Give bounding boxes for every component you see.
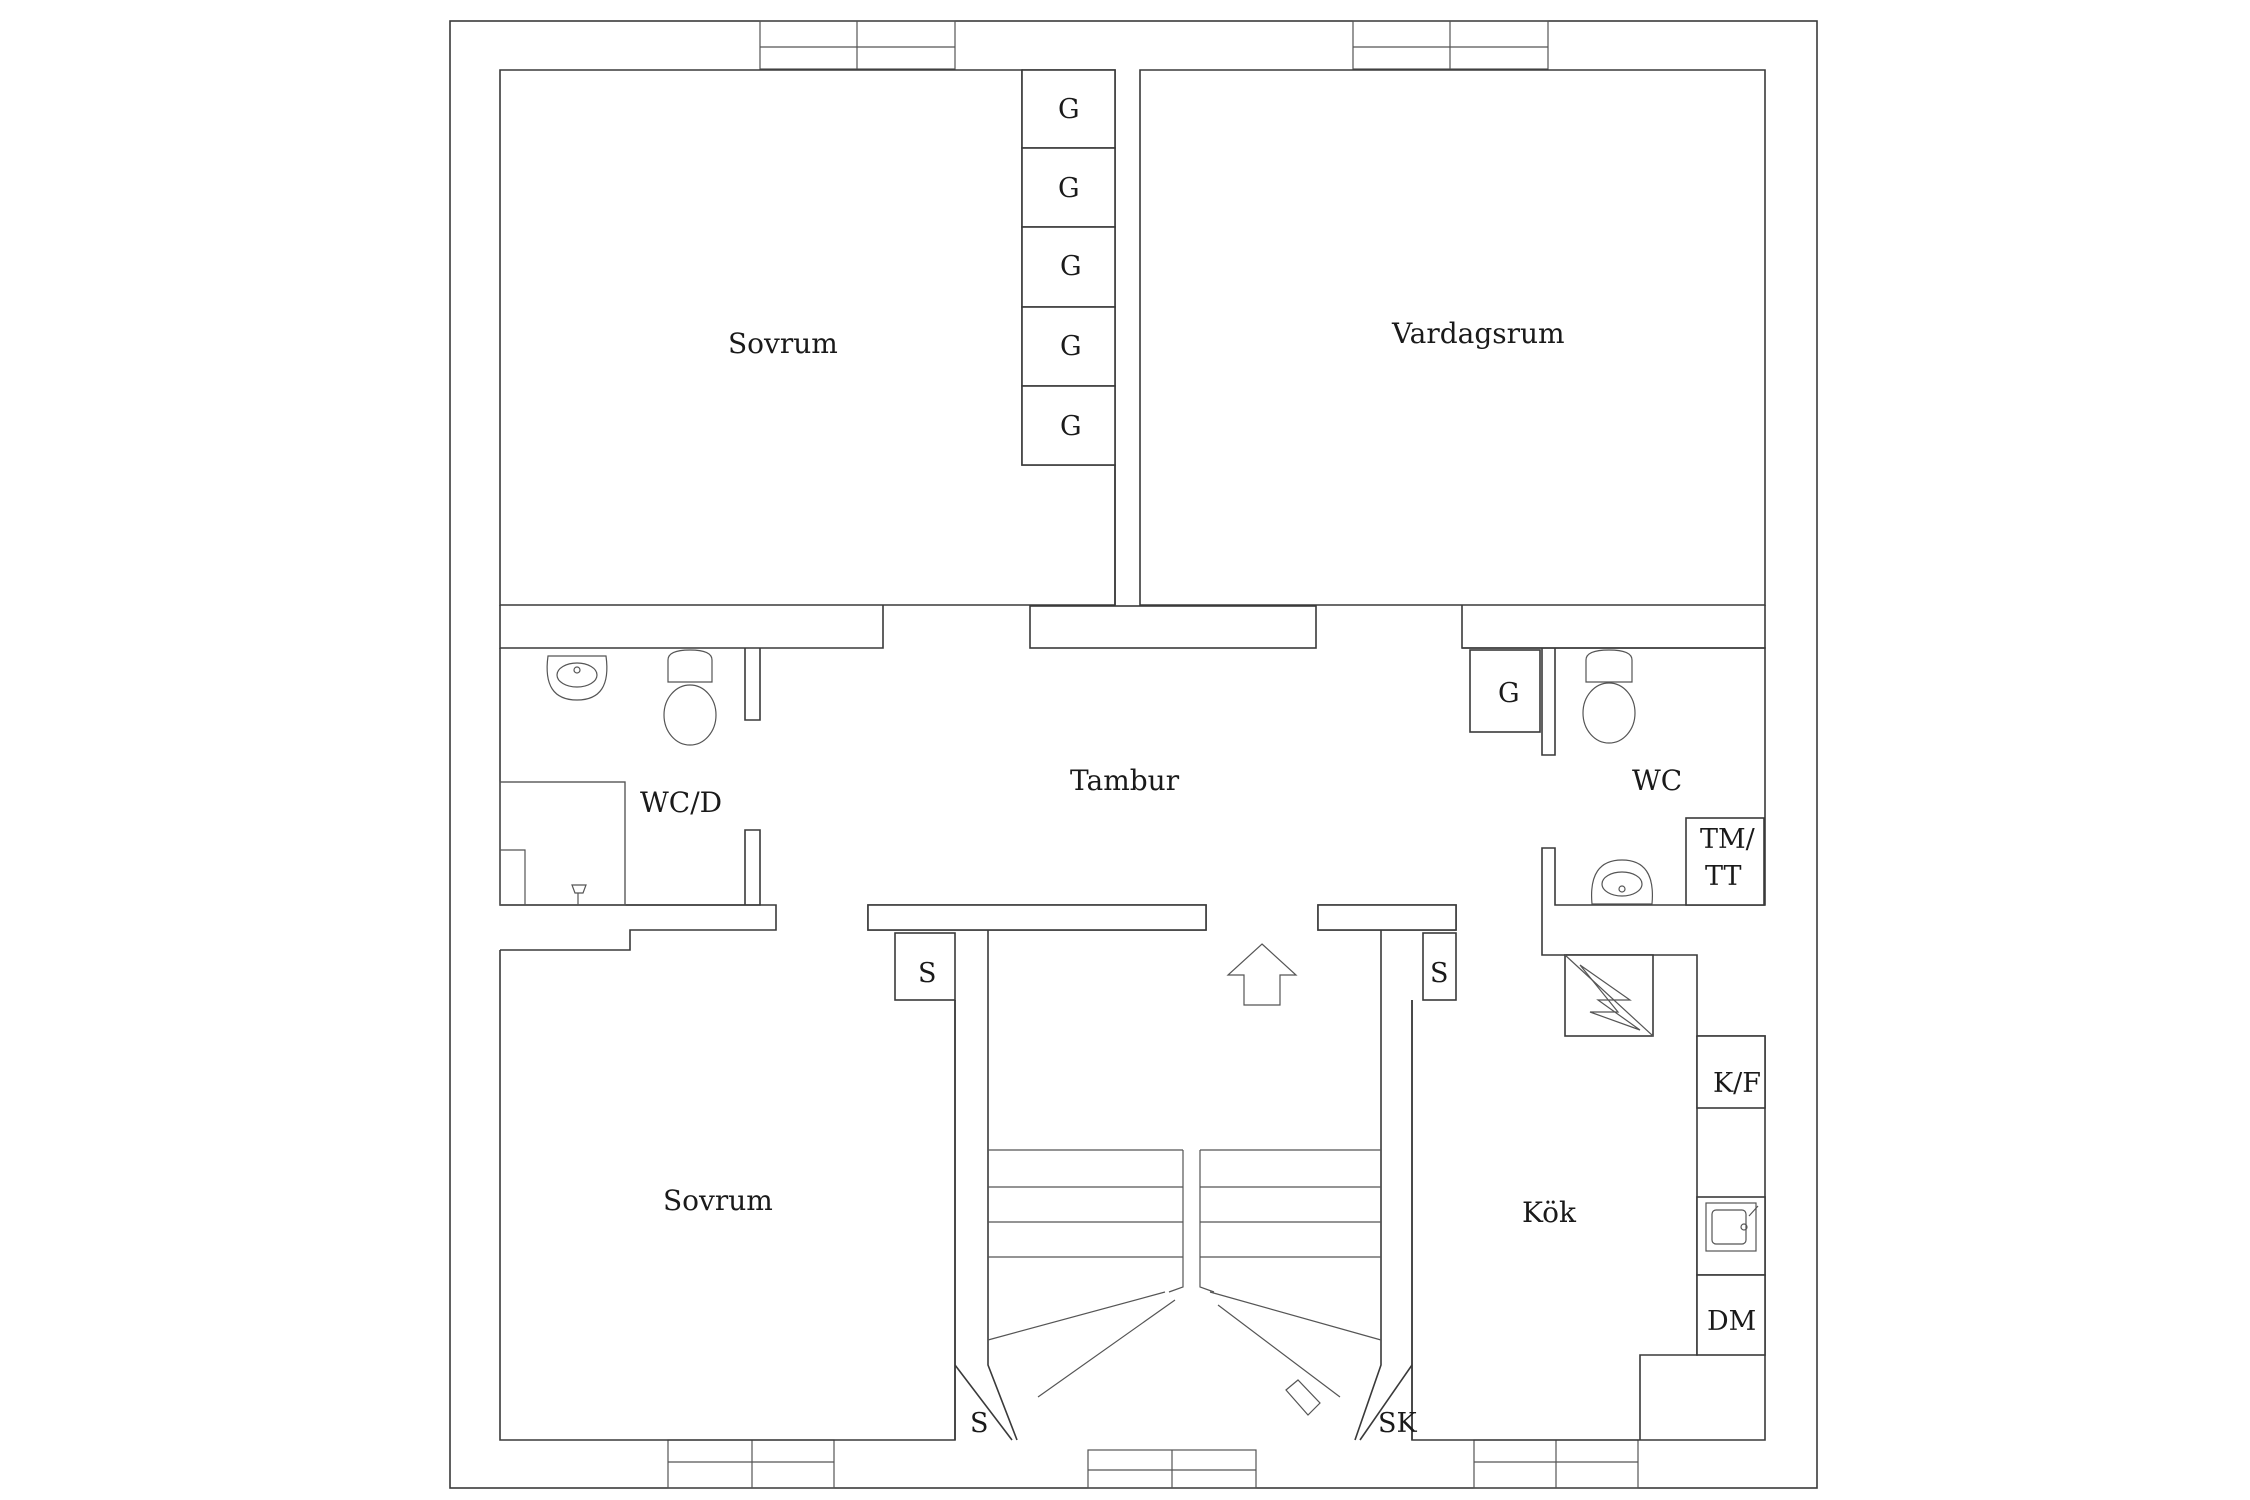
room-label-hall: Tambur <box>1070 764 1180 797</box>
kitchen-sink-icon <box>1705 1202 1759 1252</box>
skap-label: SK <box>1378 1408 1417 1439</box>
wardrobe-label: G <box>1060 251 1082 282</box>
wardrobe-label: G <box>1058 173 1080 204</box>
windows <box>667 20 1639 1489</box>
wardrobe-label: G <box>1058 94 1080 125</box>
storage-label: S <box>970 1408 989 1439</box>
sink-icon <box>1590 859 1654 905</box>
stairwell <box>867 904 1457 1441</box>
kitchen <box>1411 905 1766 1441</box>
room-label-bath-left: WC/D <box>640 786 722 819</box>
sink-icon <box>546 655 608 701</box>
wardrobe-column <box>1021 69 1116 605</box>
wc-right <box>1462 647 1766 906</box>
room-label-living: Vardagsrum <box>1391 317 1565 350</box>
fridge-freezer-label: K/F <box>1713 1068 1761 1099</box>
washer-dryer-label-1: TM/ <box>1700 824 1756 855</box>
room-label-bedroom-top: Sovrum <box>728 327 838 360</box>
electrical-panel-icon <box>1579 964 1641 1031</box>
hall-partition <box>1029 605 1317 649</box>
washer-dryer-label-2: TT <box>1705 861 1742 892</box>
room-label-wc: WC <box>1632 764 1682 797</box>
bathroom-left <box>499 648 777 951</box>
storage-label: S <box>918 958 937 989</box>
dishwasher-label: DM <box>1707 1306 1756 1337</box>
room-label-kitchen: Kök <box>1522 1196 1577 1229</box>
room-label-bedroom-bottom: Sovrum <box>663 1184 773 1217</box>
shower-icon <box>571 884 587 905</box>
wardrobe-label: G <box>1060 331 1082 362</box>
wardrobe-label: G <box>1060 411 1082 442</box>
bedroom-bottom-left <box>499 950 956 1441</box>
closet-label: G <box>1498 678 1520 709</box>
toilet-icon <box>1582 649 1636 744</box>
toilet-icon <box>663 649 717 746</box>
outer-wall <box>449 20 1818 1489</box>
entrance-arrow-icon <box>1226 943 1298 1006</box>
storage-label: S <box>1430 958 1449 989</box>
